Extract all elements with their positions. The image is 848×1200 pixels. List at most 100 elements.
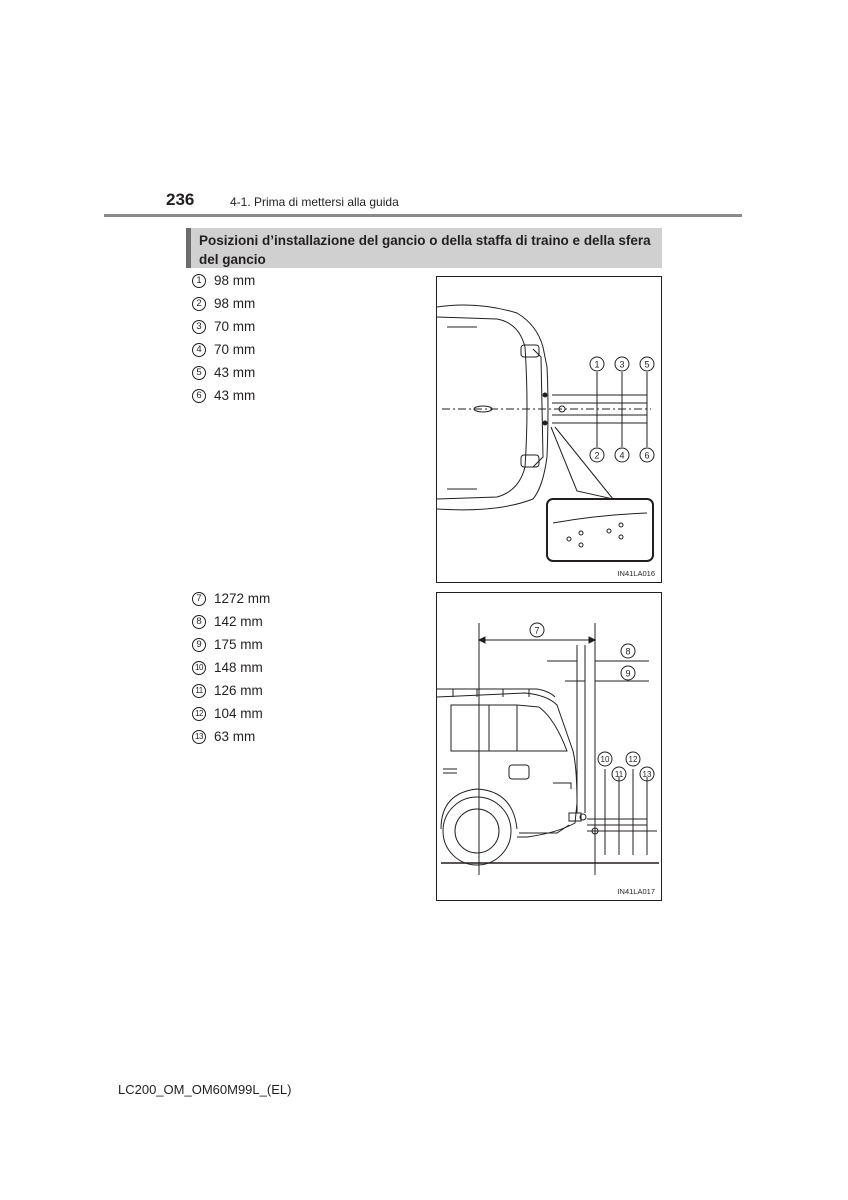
dim-label-circle bbox=[589, 447, 605, 463]
list-item: 3 70 mm bbox=[192, 315, 255, 338]
list-item: 9 175 mm bbox=[192, 633, 270, 656]
figure-code: IN41LA016 bbox=[617, 569, 655, 578]
dim-label: 12 bbox=[629, 755, 638, 764]
dim-label-circle bbox=[589, 356, 605, 372]
header-rule bbox=[104, 214, 742, 217]
dim-label: 2 bbox=[594, 451, 599, 461]
detail-hole bbox=[618, 522, 624, 528]
item-number: 4 bbox=[192, 342, 206, 357]
dim-label-circle bbox=[614, 447, 630, 463]
figure-code: IN41LA017 bbox=[617, 887, 655, 896]
dim-label-circle bbox=[611, 766, 627, 782]
vehicle-roof-outline bbox=[437, 316, 528, 500]
dim-label: 5 bbox=[644, 360, 649, 370]
rear-left-lamp bbox=[520, 344, 540, 358]
wheel-arch bbox=[440, 788, 518, 830]
detail-hole bbox=[578, 530, 584, 536]
figure-side-view: 7 8 9 10 12 11 13 IN41LA017 bbox=[436, 592, 662, 901]
hitch-ball bbox=[579, 813, 587, 821]
item-number: 6 bbox=[192, 388, 206, 403]
dim-label: 10 bbox=[601, 755, 610, 764]
hitch-ball-mark bbox=[558, 405, 566, 413]
dim-label: 11 bbox=[615, 770, 624, 779]
page-number: 236 bbox=[166, 190, 195, 209]
list-item: 2 98 mm bbox=[192, 292, 255, 315]
detail-line bbox=[552, 512, 648, 524]
item-number: 1 bbox=[192, 273, 206, 288]
detail-hole bbox=[606, 528, 612, 534]
roof-rack bbox=[437, 688, 556, 698]
vehicle-body-outline bbox=[437, 304, 549, 511]
dim-label: 3 bbox=[619, 360, 624, 370]
rear-bumper bbox=[519, 824, 570, 834]
item-number: 5 bbox=[192, 365, 206, 380]
detail-callout bbox=[550, 426, 615, 500]
footer-doc-code: LC200_OM_OM60M99L_(EL) bbox=[118, 1082, 292, 1097]
wheel-tire bbox=[442, 796, 512, 866]
dim-label: 8 bbox=[625, 647, 630, 657]
item-number: 3 bbox=[192, 319, 206, 334]
item-number: 7 bbox=[192, 591, 206, 606]
dim-label-circle bbox=[639, 766, 655, 782]
dim-label-circle bbox=[639, 356, 655, 372]
detail-hole bbox=[578, 542, 584, 548]
dim-label: 4 bbox=[619, 451, 624, 461]
door-handle bbox=[443, 768, 457, 774]
item-number: 12 bbox=[192, 706, 206, 721]
roof-rack-posts bbox=[452, 689, 530, 697]
item-value: 98 mm bbox=[214, 296, 256, 311]
item-value: 70 mm bbox=[214, 319, 256, 334]
figure-top-view: 1 3 5 2 4 6 IN41LA016 bbox=[436, 276, 662, 583]
dim-label-circle bbox=[625, 751, 641, 767]
item-value: 148 mm bbox=[214, 660, 263, 675]
dim-label-circle bbox=[597, 751, 613, 767]
fuel-door bbox=[508, 764, 530, 780]
dim-label: 13 bbox=[643, 770, 652, 779]
item-number: 13 bbox=[192, 729, 206, 744]
detail-hole bbox=[566, 536, 572, 542]
detail-box bbox=[546, 498, 654, 562]
dim-label: 9 bbox=[625, 669, 630, 679]
rear-window bbox=[450, 704, 568, 752]
item-number: 9 bbox=[192, 637, 206, 652]
bumper-outline bbox=[532, 348, 544, 468]
hitch-point bbox=[542, 392, 548, 398]
item-value: 98 mm bbox=[214, 273, 256, 288]
item-value: 70 mm bbox=[214, 342, 256, 357]
dim-label-circle bbox=[529, 622, 545, 638]
breadcrumb: 4-1. Prima di mettersi alla guida bbox=[230, 195, 399, 209]
list-item: 5 43 mm bbox=[192, 361, 255, 384]
section-title: Posizioni d’installazione del gancio o d… bbox=[186, 228, 662, 268]
dim-label-circle bbox=[639, 447, 655, 463]
item-value: 104 mm bbox=[214, 706, 263, 721]
dim-arrows-7 bbox=[477, 636, 597, 644]
list-item: 13 63 mm bbox=[192, 725, 270, 748]
hitch-receiver bbox=[568, 812, 582, 822]
list-item: 4 70 mm bbox=[192, 338, 255, 361]
dim-label: 1 bbox=[594, 360, 599, 370]
detail-hole bbox=[618, 534, 624, 540]
list-item: 1 98 mm bbox=[192, 269, 255, 292]
vehicle-side-outline bbox=[437, 692, 578, 838]
roof-rail-lines bbox=[447, 326, 477, 490]
item-value: 43 mm bbox=[214, 365, 256, 380]
dim-label-circle bbox=[620, 665, 636, 681]
item-number: 11 bbox=[192, 683, 206, 698]
item-value: 175 mm bbox=[214, 637, 263, 652]
item-value: 63 mm bbox=[214, 729, 256, 744]
item-number: 2 bbox=[192, 296, 206, 311]
dim-label-circle bbox=[620, 643, 636, 659]
item-value: 142 mm bbox=[214, 614, 263, 629]
wheel-rim bbox=[454, 808, 500, 854]
tail-light bbox=[553, 782, 572, 789]
hitch-point bbox=[542, 420, 548, 426]
rear-right-lamp bbox=[520, 454, 540, 468]
dim-label-circle bbox=[614, 356, 630, 372]
